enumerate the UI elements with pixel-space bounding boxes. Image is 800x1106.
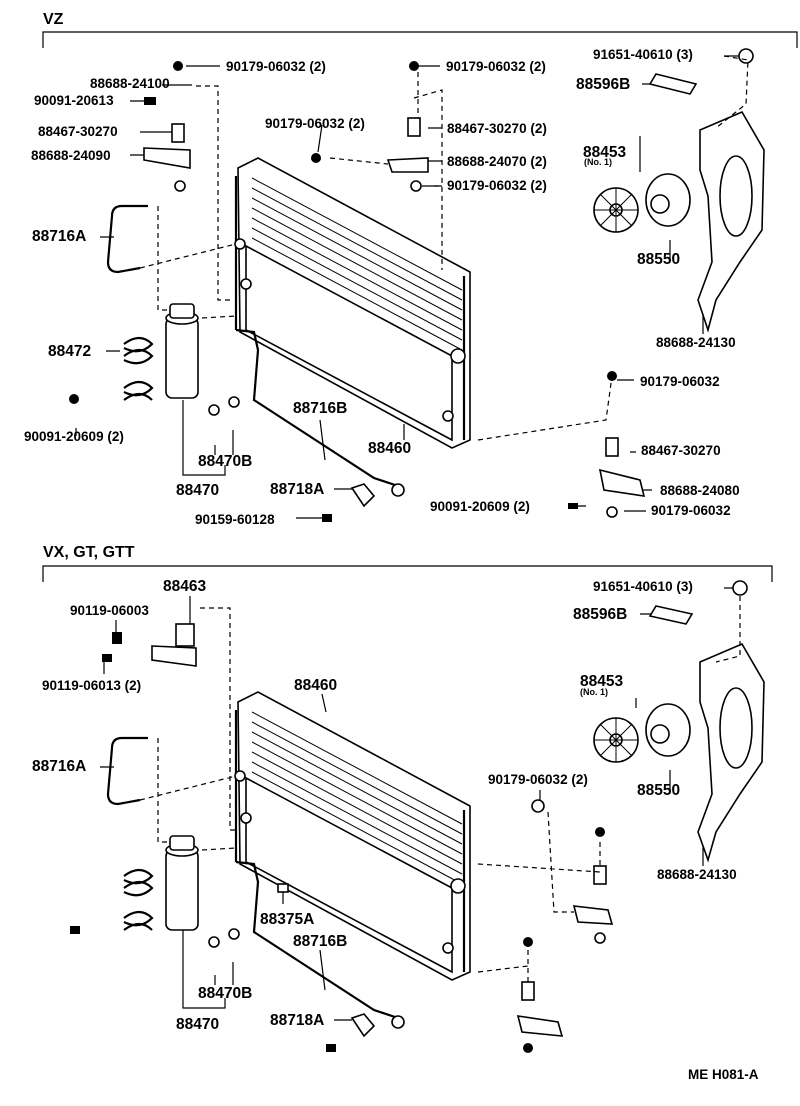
part-label: 88688-24100 [90,76,170,91]
part-label: 88453 [583,144,626,161]
part-label: 88688-24130 [656,335,736,350]
section-bracket [42,565,773,582]
condenser-core [234,157,471,449]
part-label: 88716A [32,228,86,245]
section-bracket [42,31,798,48]
section-title-vz: VZ [43,11,64,28]
part-label: 88688-24090 [31,148,111,163]
part-label: 88470B [198,453,252,470]
condenser-core [234,691,471,981]
part-label: 91651-40610 (3) [593,47,693,62]
part-label: 88453 [580,673,623,690]
part-label: 88718A [270,481,324,498]
part-label: 88688-24070 (2) [447,154,547,169]
part-label: 90179-06032 [640,374,720,389]
receiver-drier [165,303,199,399]
part-label: 88596B [573,606,627,623]
part-label: 88716B [293,933,347,950]
part-label: 88716A [32,758,86,775]
pipe-88716b [235,328,399,488]
figure-code: ME H081-A [688,1067,759,1082]
part-label: 88716B [293,400,347,417]
section-vz: VZ 90179-06032 (2) 88688-24100 90091-206… [24,11,798,527]
section-title-vx: VX, GT, GTT [43,544,135,561]
part-label: 90179-06032 (2) [447,178,547,193]
part-label: 88550 [637,782,680,799]
part-label: 90179-06032 [651,503,731,518]
part-label: (No. 1) [584,157,612,167]
part-label: 88596B [576,76,630,93]
part-label: 88688-24130 [657,867,737,882]
part-label: 88375A [260,911,314,928]
part-label: 88470 [176,482,219,499]
part-label: 90119-06013 (2) [42,678,141,693]
drier-bracket [123,868,154,931]
part-label: 88470B [198,985,252,1002]
part-label: 88467-30270 [641,443,721,458]
part-label: 88718A [270,1012,324,1029]
part-label: 90091-20609 (2) [430,499,530,514]
part-label: 90179-06032 (2) [265,116,365,131]
part-label: 88688-24080 [660,483,740,498]
part-label: 90119-06003 [70,603,149,618]
part-label: 88550 [637,251,680,268]
part-label: 90179-06032 (2) [446,59,546,74]
part-label: 90179-06032 (2) [488,772,588,787]
pipe-88716b [235,860,399,1020]
receiver-drier [165,835,199,931]
part-label: 88463 [163,578,206,595]
part-label: 88460 [294,677,337,694]
hardware [70,580,748,1053]
part-label: 90091-20613 [34,93,114,108]
hardware [69,48,754,522]
part-label: 88472 [48,343,91,360]
part-label: 88467-30270 (2) [447,121,547,136]
part-label: 88470 [176,1016,219,1033]
part-label: 88467-30270 [38,124,118,139]
part-label: 91651-40610 (3) [593,579,693,594]
part-label: 90179-06032 (2) [226,59,326,74]
part-label: 88460 [368,440,411,457]
part-label: (No. 1) [580,687,608,697]
drier-bracket [123,336,154,401]
part-label: 90159-60128 [195,512,275,527]
pipe-88716a [106,736,148,806]
fan-assembly [593,110,765,333]
section-vx-gt-gtt: VX, GT, GTT 88463 90119-06003 90119-0601… [32,544,773,1053]
pipe-88716a [106,204,148,274]
part-label: 90091-20609 (2) [24,429,124,444]
fan-assembly [593,642,765,863]
